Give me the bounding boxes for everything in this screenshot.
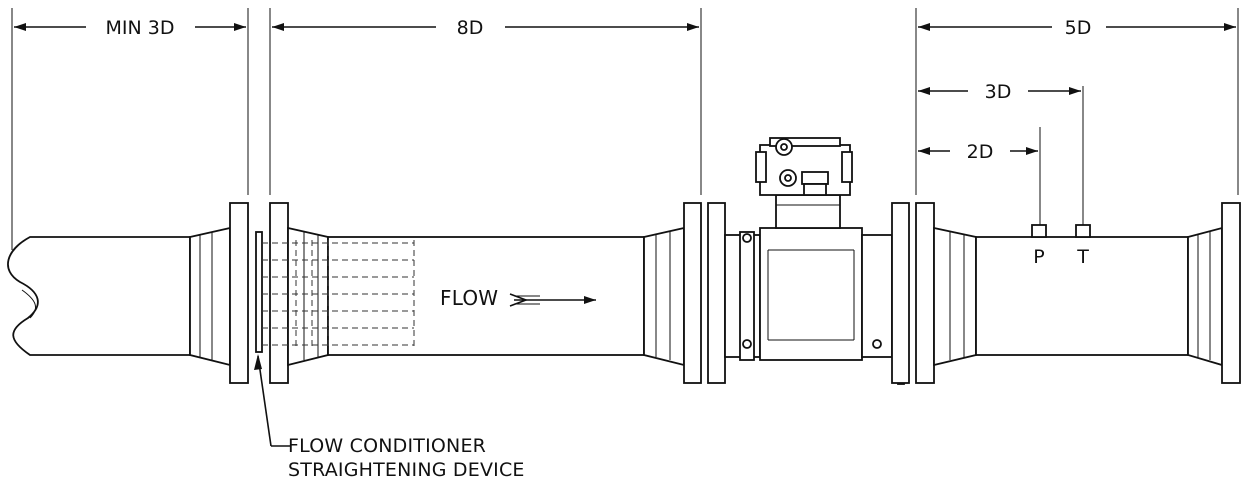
dimension-min-3d: MIN 3D: [14, 17, 246, 39]
temperature-tap: [1075, 224, 1091, 238]
dimension-3d: 3D: [918, 81, 1081, 103]
conditioner-label-line1: FLOW CONDITIONER: [288, 435, 486, 457]
upstream-pipe: [7, 236, 191, 356]
dimension-label-8d: 8D: [457, 17, 484, 39]
conditioner-tubes: [262, 240, 415, 350]
dimension-2d: 2D: [918, 141, 1038, 163]
flange-pair-meter-outlet: [891, 202, 935, 384]
pressure-tap-label: P: [1033, 246, 1044, 268]
conditioner-leader: FLOW CONDITIONER STRAIGHTENING DEVICE: [254, 354, 525, 481]
flange-pair-conditioner: [229, 202, 289, 384]
extension-lines: [11, 8, 1239, 250]
dimension-label-2d: 2D: [967, 141, 994, 163]
flange-pair-meter-inlet: [683, 202, 726, 384]
flow-meter: [724, 227, 905, 385]
downstream-pipe: P T: [975, 224, 1189, 356]
flow-label: FLOW: [440, 286, 498, 310]
pressure-tap: [1031, 224, 1047, 238]
temperature-tap-label: T: [1076, 246, 1089, 268]
transition-upstream: [189, 226, 231, 367]
conditioner-section: [287, 226, 329, 367]
dimension-5d: 5D: [918, 17, 1236, 39]
dimension-label-min-3d: MIN 3D: [106, 17, 175, 39]
dimension-8d: 8D: [272, 17, 699, 39]
dimension-label-5d: 5D: [1065, 17, 1092, 39]
flow-indicator: FLOW: [440, 286, 596, 310]
transition-downstream: [933, 226, 977, 367]
transmitter-head: [755, 137, 853, 229]
conditioner-label-line2: STRAIGHTENING DEVICE: [288, 459, 525, 481]
outlet-flange: [1187, 202, 1241, 384]
transition-meter-inlet: [643, 226, 685, 367]
dimension-label-3d: 3D: [985, 81, 1012, 103]
